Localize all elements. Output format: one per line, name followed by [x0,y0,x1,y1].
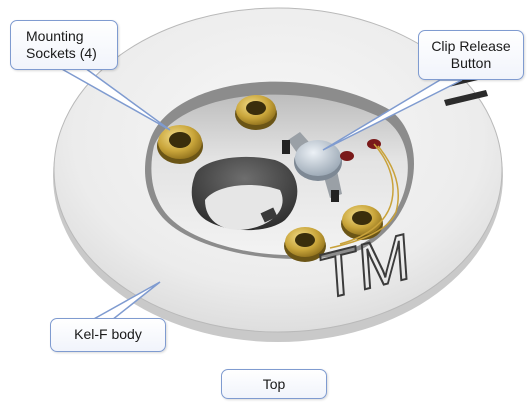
mounting-socket-3 [341,205,383,240]
clip-release-line1: Clip Release [431,38,511,54]
kel-f-body-callout: Kel-F body [50,318,166,352]
mounting-sockets-callout: Mounting Sockets (4) [10,20,118,70]
view-label: Top [221,369,327,399]
clip-release-callout: Clip Release Button [418,30,524,80]
mounting-socket-4 [284,227,326,262]
clip-release-button [282,132,342,202]
clip-release-line2: Button [450,55,492,71]
center-opening [191,156,298,231]
mounting-socket-1 [157,125,203,164]
mounting-sockets-line2: Sockets (4) [26,45,97,61]
leader-lines [57,67,463,321]
mounting-socket-2 [235,95,277,130]
lead-wires [329,143,399,249]
mounting-sockets-line1: Mounting [26,28,84,44]
